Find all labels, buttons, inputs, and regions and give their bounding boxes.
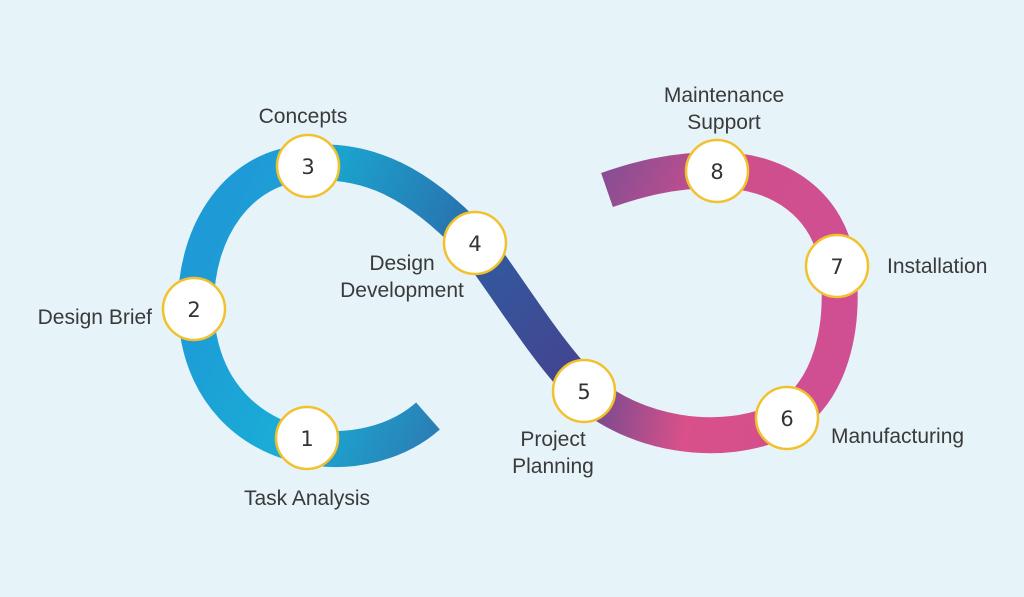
- svg-text:7: 7: [830, 255, 843, 279]
- svg-text:3: 3: [301, 155, 314, 179]
- svg-text:1: 1: [300, 427, 313, 451]
- step-label-6: Manufacturing: [831, 425, 965, 448]
- step-label-2: Design Brief: [37, 306, 152, 329]
- step-label-8: Maintenance Support: [663, 84, 785, 134]
- step-label-7: Installation: [887, 255, 988, 278]
- step-label-5: Project Planning: [512, 428, 594, 478]
- svg-text:4: 4: [468, 232, 481, 256]
- step-label-1: Task Analysis: [243, 487, 371, 510]
- step-label-4: Design Development: [340, 252, 464, 302]
- step-node-1: 1: [274, 405, 340, 471]
- loop-segment-right: [601, 151, 858, 434]
- loop-segment-left: [177, 145, 440, 468]
- step-node-7: 7: [804, 233, 870, 299]
- svg-text:8: 8: [710, 160, 723, 184]
- svg-text:6: 6: [780, 407, 793, 431]
- step-node-4: 4: [442, 210, 508, 276]
- step-label-3: Concepts: [258, 105, 348, 128]
- svg-text:2: 2: [187, 298, 200, 322]
- step-node-8: 8: [684, 138, 750, 204]
- svg-text:5: 5: [577, 380, 590, 404]
- step-node-6: 6: [754, 385, 820, 451]
- step-node-2: 2: [161, 276, 227, 342]
- step-node-3: 3: [275, 133, 341, 199]
- step-node-5: 5: [551, 358, 617, 424]
